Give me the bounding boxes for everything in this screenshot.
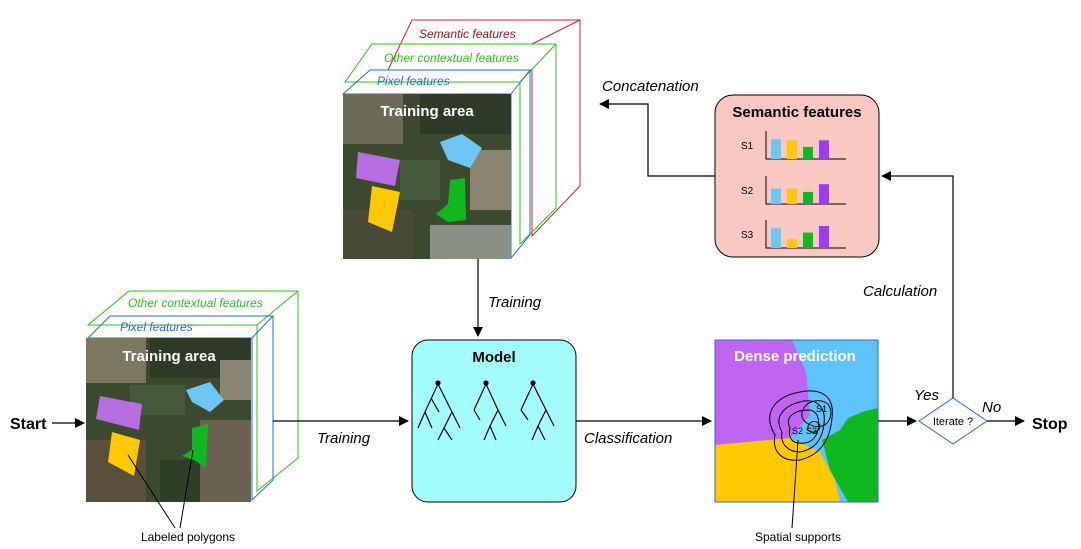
bottom-pixel-label: Pixel features xyxy=(120,320,193,334)
bottom-feature-stack: Other contextual features Pixel features… xyxy=(86,290,299,502)
semantic-bar xyxy=(787,188,797,204)
semantic-bar xyxy=(787,140,797,159)
model-title: Model xyxy=(472,349,515,366)
semantic-bar xyxy=(771,228,781,248)
bottom-contextual-layer xyxy=(86,290,299,493)
labeled-polygons-pointer-2 xyxy=(179,449,194,529)
semantic-bar xyxy=(771,139,781,159)
stop-label: Stop xyxy=(1032,416,1068,433)
semantic-features-title: Semantic features xyxy=(732,104,861,121)
top-contextual-label: Other contextual features xyxy=(384,51,519,65)
calculation-arrow xyxy=(881,171,954,398)
dense-prediction-title: Dense prediction xyxy=(734,348,856,365)
top-image-title: Training area xyxy=(380,103,474,120)
semantic-bar xyxy=(787,239,797,248)
semantic-bar xyxy=(819,184,829,204)
dense-prediction-map: Dense prediction S1 S2 S3 xyxy=(714,339,879,503)
bottom-contextual-label: Other contextual features xyxy=(128,296,263,310)
semantic-row-label: S3 xyxy=(741,230,754,241)
top-pixel-label: Pixel features xyxy=(377,74,450,88)
training-label-top: Training xyxy=(488,294,542,311)
concatenation-arrow xyxy=(599,99,715,177)
semantic-bar xyxy=(803,146,813,159)
labeled-polygons-pointer-1 xyxy=(127,454,176,529)
no-label: No xyxy=(982,399,1001,416)
top-feature-stack: Semantic features Other contextual featu… xyxy=(341,19,581,260)
support-label-1: S1 xyxy=(816,404,827,414)
support-label-2: S2 xyxy=(792,426,803,436)
top-satellite-image xyxy=(343,94,511,259)
concatenation-label: Concatenation xyxy=(602,78,699,95)
semantic-row-label: S2 xyxy=(741,186,754,197)
bottom-satellite-image xyxy=(86,338,251,502)
spatial-supports-pointer xyxy=(791,439,799,529)
spatial-supports-label: Spatial supports xyxy=(755,530,841,544)
classification-label: Classification xyxy=(584,430,672,447)
model-box: Model xyxy=(411,339,577,503)
decision-trees-icon xyxy=(417,380,555,441)
support-label-3: S3 xyxy=(806,426,817,436)
labeled-polygons-label: Labeled polygons xyxy=(141,530,235,544)
top-semantic-label: Semantic features xyxy=(419,27,516,41)
semantic-row-label: S1 xyxy=(741,141,754,152)
training-label-bottom: Training xyxy=(317,430,371,447)
iterate-label: Iterate ? xyxy=(933,416,973,428)
semantic-bar xyxy=(819,226,829,248)
semantic-bar xyxy=(803,232,813,248)
semantic-bar xyxy=(771,188,781,204)
bottom-image-title: Training area xyxy=(122,348,216,365)
iterate-decision: Iterate ? xyxy=(918,397,988,445)
semantic-bar xyxy=(803,191,813,204)
start-label: Start xyxy=(10,416,47,433)
semantic-bar xyxy=(819,140,829,159)
yes-label: Yes xyxy=(914,387,940,404)
calculation-label: Calculation xyxy=(863,283,937,300)
